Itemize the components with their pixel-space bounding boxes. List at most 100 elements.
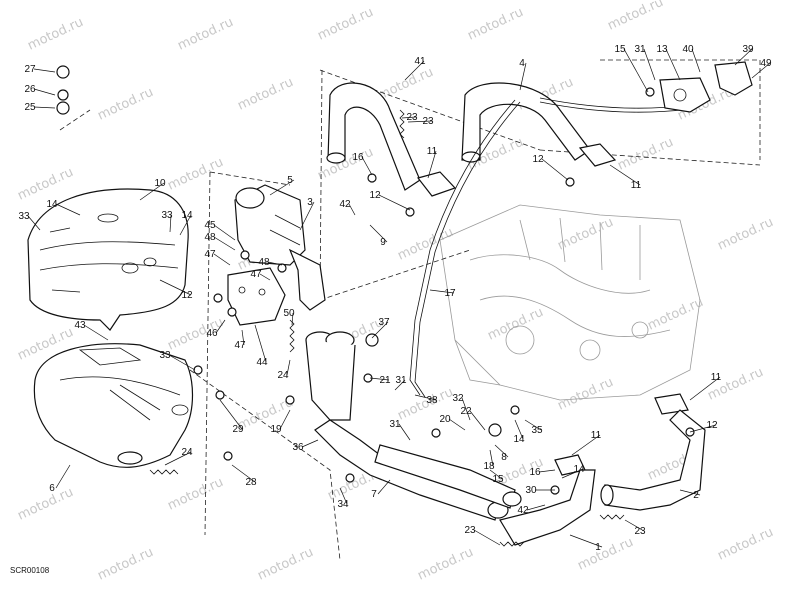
heat-shield (227, 267, 286, 326)
callout-leader-line (291, 312, 294, 326)
callout-label-21: 21 (379, 375, 391, 386)
callout-label-11: 11 (711, 372, 722, 383)
callout-label-23: 23 (464, 525, 476, 536)
watermark-text: motod.ru (715, 525, 775, 564)
callout-leader-line (448, 418, 466, 431)
callout-label-48: 48 (258, 257, 270, 268)
callout-label-50: 50 (283, 308, 295, 319)
callout-label-14: 14 (46, 199, 58, 210)
callout-leader-line (691, 48, 701, 73)
callout-leader-line (139, 182, 165, 201)
watermark-text: motod.ru (175, 15, 235, 54)
callout-leader-line (643, 48, 656, 81)
callout-label-13: 13 (656, 44, 668, 55)
callout-leader-line (398, 423, 411, 441)
callout-leader-line (254, 324, 267, 363)
callout-label-5: 5 (287, 175, 293, 186)
muffler-upper-shell (27, 188, 189, 331)
callout-label-38: 38 (426, 395, 438, 406)
watermark-text: motod.ru (235, 75, 295, 114)
watermark-text: motod.ru (465, 5, 525, 44)
callout-leader-line (33, 68, 56, 73)
callout-label-8: 8 (501, 452, 507, 463)
callout-label-22: 22 (460, 406, 472, 417)
callout-leader-line (473, 529, 501, 546)
callout-label-11: 11 (427, 146, 438, 157)
callout-label-9: 9 (380, 237, 386, 248)
callout-leader-line (213, 224, 236, 241)
callout-label-2: 2 (693, 490, 699, 501)
callout-label-42: 42 (339, 199, 351, 210)
callout-leader-line (371, 321, 389, 339)
callout-leader-line (83, 324, 109, 341)
callout-label-12: 12 (181, 290, 193, 301)
callout-leader-line (689, 376, 721, 401)
watermark-text: motod.ru (165, 475, 225, 514)
callout-label-37: 37 (378, 317, 390, 328)
callout-leader-line (404, 60, 425, 81)
callout-leader-line (348, 203, 356, 216)
callout-label-31: 31 (395, 375, 407, 386)
callout-leader-line (231, 464, 256, 483)
callout-leader-line (519, 62, 527, 91)
fasteners (56, 65, 695, 495)
callout-leader-line (414, 394, 437, 401)
callout-label-18: 18 (483, 461, 495, 472)
callout-leader-line (279, 409, 291, 430)
callout-leader-line (301, 439, 319, 448)
callout-label-28: 28 (245, 477, 257, 488)
watermark-text: motod.ru (315, 5, 375, 44)
watermark-text: motod.ru (555, 375, 615, 414)
callout-label-15: 15 (614, 44, 626, 55)
callout-leader-line (377, 479, 391, 495)
callout-label-36: 36 (292, 442, 304, 453)
callout-label-17: 17 (444, 288, 456, 299)
callout-leader-line (427, 150, 437, 179)
callout-leader-line (169, 214, 172, 233)
callout-leader-line (27, 215, 41, 231)
header-flanges (416, 143, 689, 476)
watermark-text: motod.ru (705, 365, 765, 404)
callout-label-25: 25 (24, 102, 36, 113)
callout-label-20: 20 (439, 414, 451, 425)
callout-leader-line (561, 468, 584, 479)
callout-leader-line (679, 489, 701, 496)
diagram-code: SCR00108 (10, 566, 50, 575)
callout-label-33: 33 (161, 210, 173, 221)
callout-leader-line (569, 534, 603, 548)
callout-label-23: 23 (422, 116, 434, 127)
callout-leader-line (665, 48, 681, 81)
callout-leader-line (259, 273, 271, 281)
callout-label-44: 44 (256, 357, 268, 368)
callout-leader-line (159, 279, 192, 296)
callout-label-16: 16 (529, 467, 541, 478)
callout-label-47: 47 (204, 249, 216, 260)
header-pipe-upper (326, 82, 591, 191)
springs (149, 109, 625, 547)
callout-leader-line (267, 261, 283, 266)
callout-leader-line (369, 377, 390, 381)
callout-leader-line (623, 48, 649, 93)
callout-label-11: 11 (591, 430, 602, 441)
callout-label-6: 6 (49, 483, 55, 494)
callout-leader-line (213, 236, 236, 251)
callout-label-48: 48 (204, 232, 216, 243)
y-collector-pipe (305, 331, 522, 521)
callout-leader-line (734, 48, 753, 66)
callout-leader-line (494, 444, 509, 458)
callout-leader-line (215, 319, 226, 334)
callout-label-30: 30 (525, 485, 537, 496)
callout-label-47: 47 (234, 340, 246, 351)
callout-label-34: 34 (337, 499, 349, 510)
callout-label-12: 12 (706, 420, 718, 431)
watermark-text: motod.ru (95, 545, 155, 584)
watermark-text: motod.ru (25, 15, 85, 54)
watermark-text: motod.ru (95, 85, 155, 124)
callout-leader-line (299, 201, 315, 231)
watermark-text: motod.ru (395, 225, 455, 264)
callout-label-14: 14 (513, 434, 525, 445)
callout-leader-line (241, 329, 245, 346)
callout-leader-line (489, 469, 503, 480)
